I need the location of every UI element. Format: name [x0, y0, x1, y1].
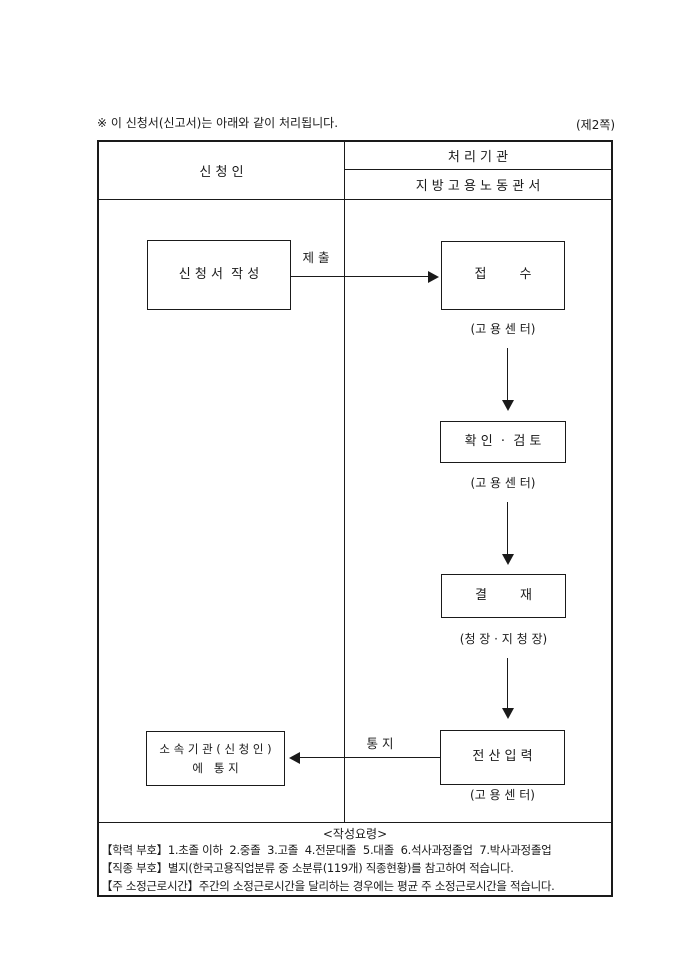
applicant-column-header: 신 청 인: [199, 165, 244, 180]
note-working-hours: 【주 소정근로시간】주간의 소정근로시간을 달리하는 경우에는 평균 주 소정근…: [101, 879, 555, 893]
submit-arrow-line: [291, 276, 429, 277]
arrow-head-approve-to-input-icon: [502, 708, 514, 719]
header-sub-divider: [345, 169, 611, 170]
flow-box-notify-applicant-line1: 소 속 기 관 ( 신 청 인 ): [159, 742, 272, 757]
page-marker: (제2쪽): [576, 118, 616, 132]
receipt-caption: (고 용 센 터): [470, 322, 536, 336]
arrow-line-confirm-to-approve: [507, 502, 508, 555]
flow-box-approval: 결 재: [441, 574, 566, 618]
flow-box-write-application: 신 청 서 작 성: [147, 240, 291, 310]
flow-box-confirm-review: 확 인 · 검 토: [440, 421, 566, 463]
notes-title: <작성요령>: [322, 827, 388, 841]
process-table-border: [97, 140, 613, 897]
note-education-codes: 【학력 부호】1.초졸 이하 2.중졸 3.고졸 4.전문대졸 5.대졸 6.석…: [101, 843, 552, 857]
flow-box-notify-applicant: 소 속 기 관 ( 신 청 인 ) 에 통 지: [146, 731, 285, 786]
flow-box-approval-label: 결 재: [475, 587, 532, 603]
arrow-line-approve-to-input: [507, 658, 508, 709]
header-bottom-divider: [99, 199, 611, 200]
flow-box-computer-input: 전 산 입 력: [440, 730, 565, 785]
arrow-line-receipt-to-confirm: [507, 348, 508, 401]
flow-box-write-application-label: 신 청 서 작 성: [178, 266, 260, 282]
approval-caption: (청 장 · 지 청 장): [459, 632, 548, 646]
notify-arrow-line: [300, 757, 440, 758]
agency-column-header: 처 리 기 관: [447, 150, 509, 165]
flow-box-receipt: 접 수: [441, 241, 565, 310]
flow-box-confirm-review-label: 확 인 · 검 토: [464, 433, 542, 449]
notify-arrow-head-icon: [289, 752, 300, 764]
flow-box-notify-applicant-line2: 에 통 지: [192, 760, 239, 775]
flow-box-receipt-label: 접 수: [474, 267, 532, 283]
notes-top-divider: [99, 822, 611, 823]
confirm-caption: (고 용 센 터): [470, 476, 536, 490]
column-divider: [344, 142, 345, 822]
arrow-head-confirm-to-approve-icon: [502, 554, 514, 565]
notify-arrow-label: 통 지: [366, 736, 394, 751]
submit-arrow-head-icon: [428, 271, 439, 283]
submit-arrow-label: 제 출: [302, 250, 330, 265]
computer-input-caption: (고 용 센 터): [470, 788, 535, 802]
arrow-head-receipt-to-confirm-icon: [502, 400, 514, 411]
note-occupation-codes: 【직종 부호】별지(한국고용직업분류 중 소분류(119개) 직종현황)를 참고…: [101, 861, 514, 875]
agency-column-subheader: 지 방 고 용 노 동 관 서: [415, 178, 541, 194]
flow-box-computer-input-label: 전 산 입 력: [472, 749, 533, 765]
processing-note: ※ 이 신청서(신고서)는 아래와 같이 처리됩니다.: [97, 116, 339, 130]
